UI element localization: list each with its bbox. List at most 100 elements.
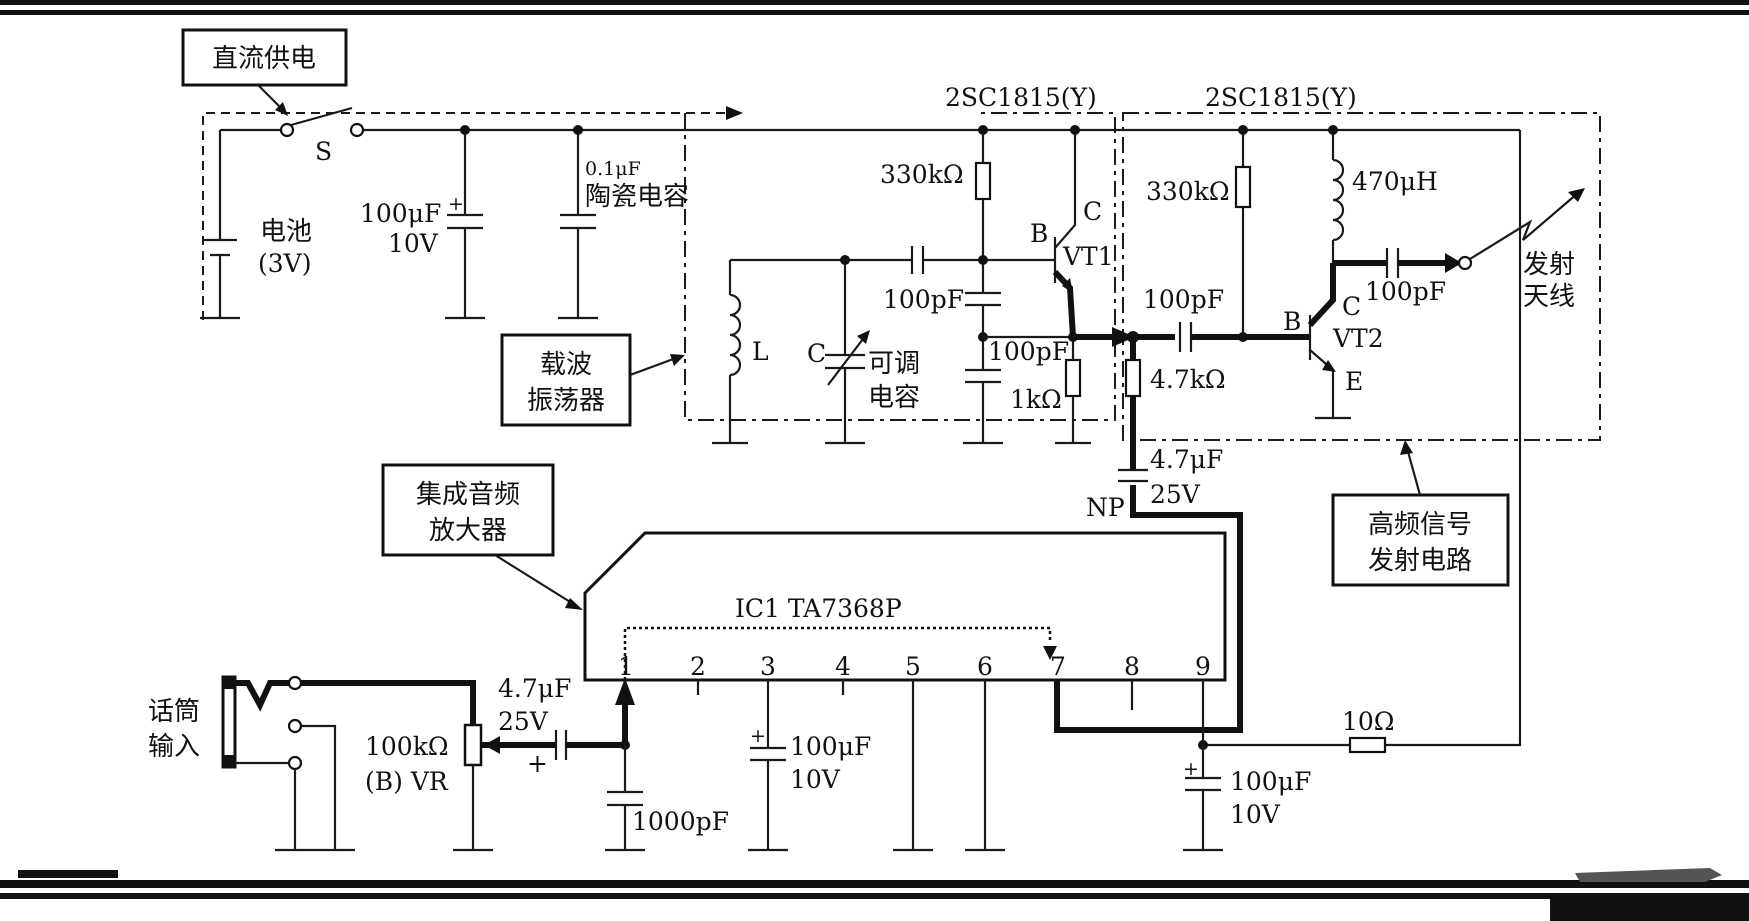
ic-pin-8: 8 bbox=[1124, 652, 1140, 681]
variable-capacitor bbox=[825, 255, 870, 445]
c1-plus: + bbox=[448, 193, 464, 215]
label-audio-1: 集成音频 bbox=[416, 480, 520, 510]
vt1-collector-label: C bbox=[1083, 197, 1102, 226]
ic-pin-ticks bbox=[696, 680, 1134, 710]
inductor-l-label: L bbox=[752, 337, 769, 366]
modulation-path bbox=[1054, 327, 1243, 733]
cap-in-plus: + bbox=[527, 749, 548, 778]
cap-np-value: 4.7μF bbox=[1150, 445, 1223, 474]
var-cap-desc-2: 电容 bbox=[868, 383, 920, 413]
callout-carrier-oscillator: 载波 振荡器 bbox=[500, 333, 685, 427]
var-cap-label: C bbox=[807, 339, 826, 368]
pin9-supply-capacitor bbox=[1183, 680, 1223, 852]
res-10-label: 10Ω bbox=[1342, 707, 1395, 736]
power-rail bbox=[218, 128, 1520, 318]
audio-coupling-capacitor-np bbox=[1118, 468, 1148, 483]
vt1-part: 2SC1815(Y) bbox=[945, 83, 1097, 112]
component-labels: S 电池 (3V) 100μF + 10V 0.1μF 陶瓷电容 2SC1815… bbox=[148, 83, 1575, 836]
ic-pin-5: 5 bbox=[905, 652, 921, 681]
c1-value: 100μF bbox=[360, 199, 441, 228]
vt1-label: VT1 bbox=[1062, 242, 1114, 271]
filter-capacitor-100uf bbox=[445, 125, 485, 320]
antenna-label-1: 发射 bbox=[1523, 250, 1575, 280]
cap-pin9-voltage: 10V bbox=[1230, 800, 1281, 829]
r2-label: 330kΩ bbox=[1146, 177, 1230, 206]
label-carrier-2: 振荡器 bbox=[527, 386, 605, 416]
antenna-output bbox=[1333, 188, 1585, 278]
emitter-resistor-1k bbox=[1055, 332, 1091, 445]
mic-label-2: 输入 bbox=[148, 732, 200, 762]
cap-in-voltage: 25V bbox=[498, 707, 549, 736]
ic-pin-4: 4 bbox=[835, 652, 851, 681]
ic-name-label: IC1 TA7368P bbox=[735, 594, 902, 623]
cap-feedback-1-label: 100pF bbox=[883, 285, 964, 314]
rf-section-boundary bbox=[1122, 112, 1601, 441]
pin1-capacitor-1000pf bbox=[605, 745, 645, 852]
battery-symbol bbox=[200, 238, 240, 320]
cap-pin9-value: 100μF bbox=[1230, 767, 1311, 796]
transistor-vt1 bbox=[1052, 125, 1080, 338]
ic-pin-1: 1 bbox=[618, 652, 634, 681]
switch-label: S bbox=[315, 137, 332, 166]
bias-resistor-330k-2 bbox=[1234, 125, 1252, 337]
pin3-capacitor bbox=[748, 680, 788, 852]
ic-pin-7: 7 bbox=[1050, 652, 1066, 681]
inductor-label: 470μH bbox=[1352, 167, 1438, 196]
cap-in-value: 4.7μF bbox=[498, 674, 571, 703]
callout-rf-transmitter: 高频信号 发射电路 bbox=[1331, 440, 1510, 587]
ic1-body bbox=[583, 531, 1227, 682]
rf-choke-470uh bbox=[1328, 125, 1345, 263]
ceramic-capacitor-0-1uf bbox=[558, 125, 598, 320]
ic-pin-6: 6 bbox=[977, 652, 993, 681]
dc-flow-arrow bbox=[202, 106, 743, 320]
resistor-10-ohm bbox=[1198, 130, 1522, 754]
var-cap-desc-1: 可调 bbox=[868, 349, 920, 379]
mic-jack bbox=[221, 675, 355, 852]
label-audio-2: 放大器 bbox=[429, 516, 507, 546]
cap-pin9-plus: + bbox=[1183, 758, 1199, 780]
vt2-part: 2SC1815(Y) bbox=[1205, 83, 1357, 112]
mic-label-1: 话筒 bbox=[148, 697, 200, 727]
vt2-base-label: B bbox=[1283, 307, 1301, 336]
oscillator-boundary bbox=[684, 112, 1116, 421]
cap-pin3-value: 100μF bbox=[790, 732, 871, 761]
res-emitter-label: 1kΩ bbox=[1010, 385, 1062, 414]
cap-coupling-label: 100pF bbox=[1143, 285, 1224, 314]
r1-label: 330kΩ bbox=[880, 160, 964, 189]
cap-1000pf-label: 1000pF bbox=[632, 807, 729, 836]
battery-label-1: 电池 bbox=[260, 217, 312, 247]
vr-value: 100kΩ bbox=[365, 732, 449, 761]
vt2-emitter-label: E bbox=[1345, 367, 1363, 396]
c2-value: 0.1μF bbox=[585, 158, 641, 180]
transistor-vt2 bbox=[1307, 263, 1351, 420]
inductor-l bbox=[712, 258, 845, 445]
label-rf-2: 发射电路 bbox=[1368, 546, 1472, 576]
cap-np-voltage: 25V bbox=[1150, 480, 1201, 509]
vt2-collector-label: C bbox=[1342, 292, 1361, 321]
ic-pin-2: 2 bbox=[690, 652, 706, 681]
switch-s bbox=[279, 106, 365, 138]
vt2-label: VT2 bbox=[1332, 324, 1384, 353]
bias-resistor-4-7k bbox=[1124, 358, 1142, 398]
pins-5-6-ground bbox=[893, 680, 1005, 852]
label-rf-1: 高频信号 bbox=[1368, 510, 1472, 540]
label-carrier-1: 载波 bbox=[540, 350, 592, 380]
label-dc-supply: 直流供电 bbox=[212, 44, 316, 74]
coupling-capacitor-osc bbox=[845, 246, 1055, 274]
callout-audio-amp: 集成音频 放大器 bbox=[381, 463, 583, 610]
feedback-capacitors bbox=[963, 291, 1073, 445]
vt1-base-label: B bbox=[1030, 219, 1048, 248]
cap-pin3-plus: + bbox=[750, 725, 766, 747]
volume-potentiometer bbox=[301, 680, 500, 852]
c1-voltage: 10V bbox=[388, 229, 439, 258]
battery-label-2: (3V) bbox=[258, 249, 311, 278]
ic-pin-3: 3 bbox=[760, 652, 776, 681]
vr-label: (B) VR bbox=[365, 767, 449, 796]
c2-type: 陶瓷电容 bbox=[585, 182, 689, 212]
cap-feedback-2-label: 100pF bbox=[988, 337, 1069, 366]
cap-pin3-voltage: 10V bbox=[790, 765, 841, 794]
cap-output-label: 100pF bbox=[1365, 277, 1446, 306]
bias-resistor-330k-1 bbox=[974, 125, 992, 293]
